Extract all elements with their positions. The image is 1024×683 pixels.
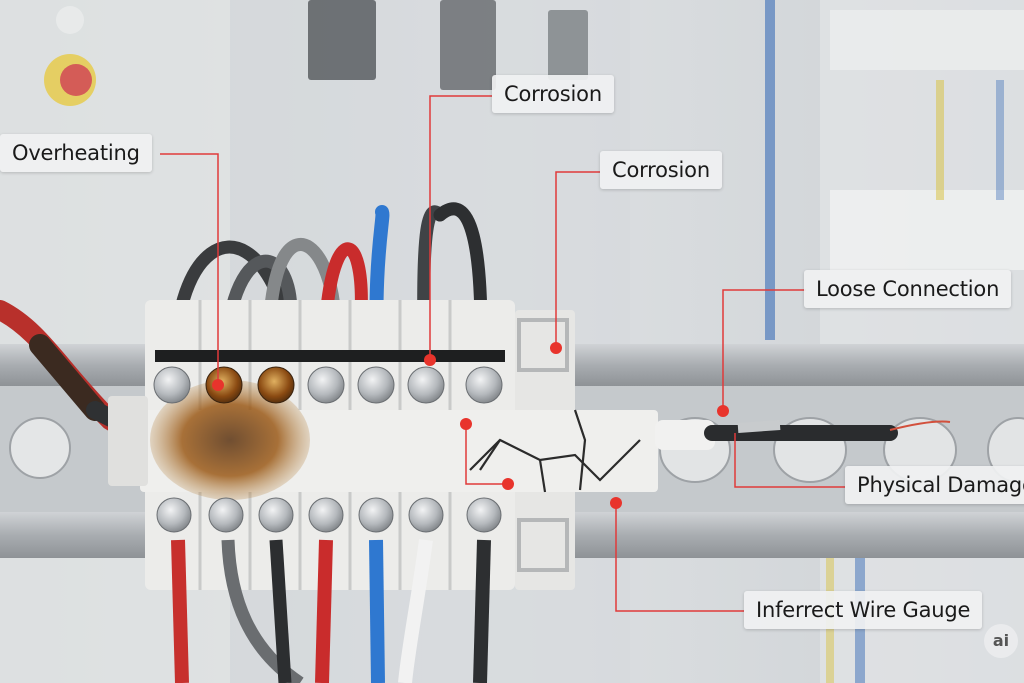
leader-lines [160,95,845,612]
loose-cable [655,420,951,450]
back-breakers [830,190,1024,270]
corrosion-stain [150,380,310,500]
callout-physical-damage: Physical Damage [845,466,1024,504]
bottom-screws [156,497,502,533]
cabinet-window [308,0,376,80]
callout-loose-connection: Loose Connection [804,270,1012,308]
back-breakers [830,10,1024,70]
cabinet-window [548,10,588,80]
top-screws [153,366,503,404]
callout-corrosion-top: Corrosion [492,75,614,113]
ai-watermark-badge: ai [984,624,1018,658]
crack-damage [469,409,641,493]
leader-dots [212,342,729,509]
callout-wire-gauge: Inferrect Wire Gauge [744,591,983,629]
emergency-stop-button [44,6,96,106]
callout-corrosion-right: Corrosion [600,151,722,189]
bottom-wires [171,539,491,683]
callout-overheating: Overheating [0,134,152,172]
cabinet-window [440,0,496,90]
back-panel-right [820,0,1024,683]
